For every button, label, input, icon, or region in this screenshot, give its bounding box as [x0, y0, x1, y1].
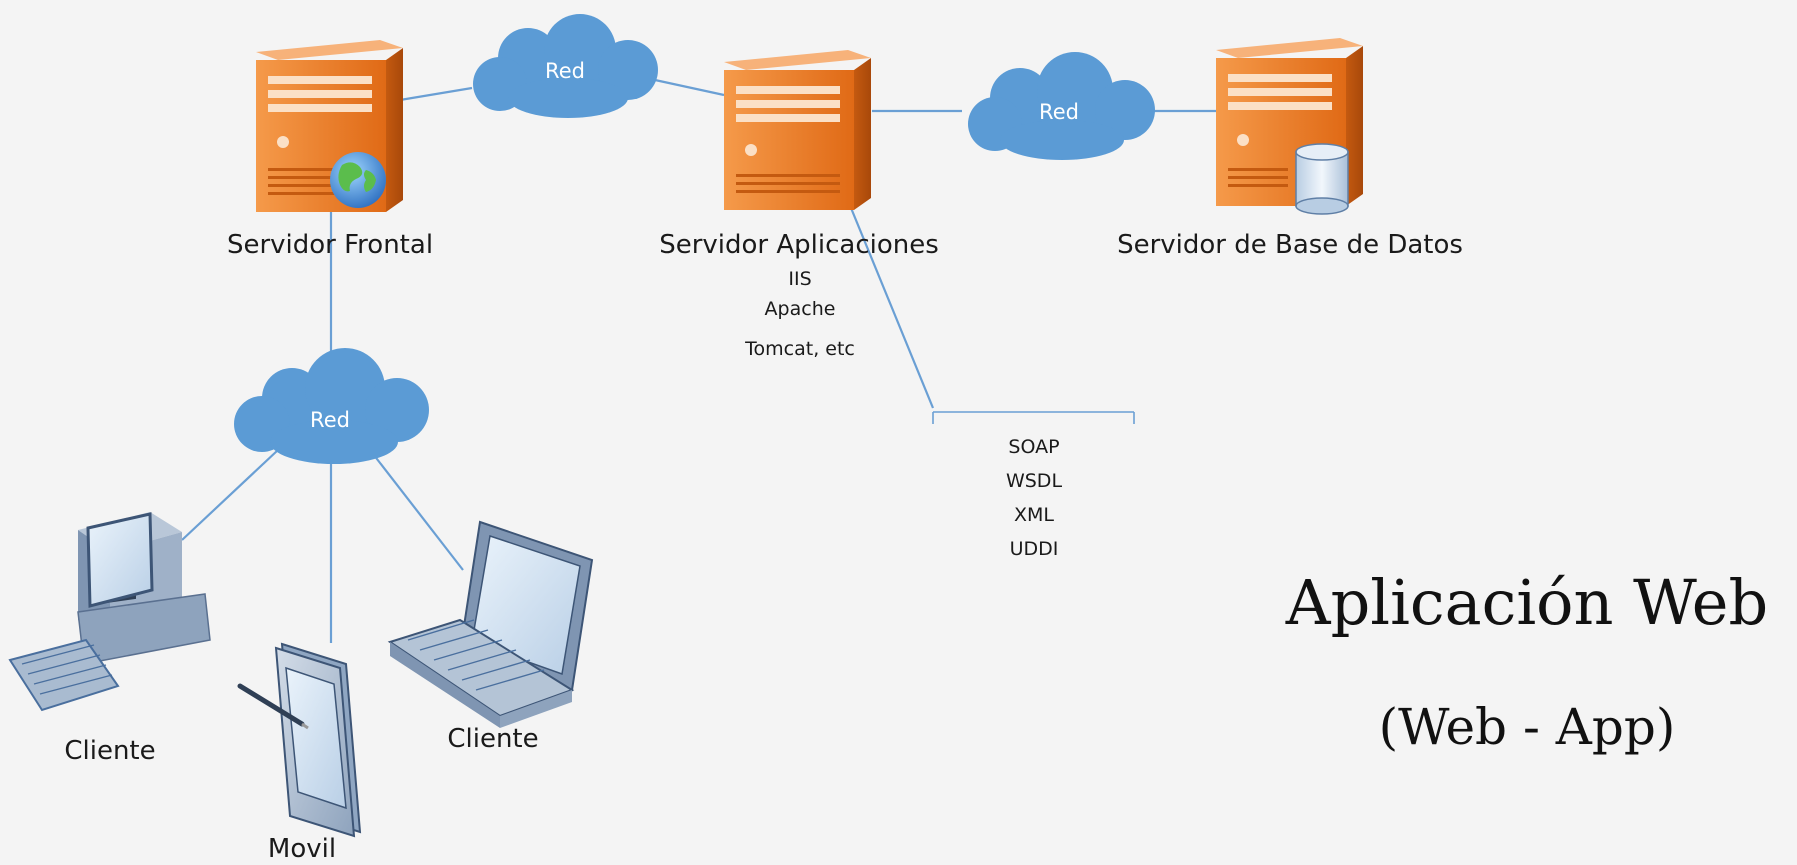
web-service-item: UDDI: [1009, 538, 1059, 560]
web-services-bracket: [932, 411, 1135, 424]
db-server-icon: [1216, 38, 1363, 206]
client-laptop-label: Cliente: [447, 724, 539, 754]
link-front-to-red: [399, 86, 473, 102]
link-red-to-laptop: [369, 449, 464, 571]
diagram-subtitle: (Web - App): [1378, 698, 1676, 756]
link-red-to-app: [654, 78, 725, 97]
web-service-item: XML: [1014, 504, 1054, 526]
link-app-to-webservices: [840, 185, 935, 409]
web-service-item: WSDL: [1005, 470, 1063, 492]
link-red-to-desktop: [181, 449, 279, 541]
cloud-client: [234, 348, 429, 464]
cloud-top-right: [968, 52, 1155, 160]
network-label-top-left: Red: [545, 59, 585, 83]
app-server-icon: [724, 50, 871, 210]
db-server-label: Servidor de Base de Datos: [1117, 230, 1463, 260]
connector-lines: [181, 78, 1216, 643]
web-service-item: SOAP: [1008, 436, 1060, 458]
laptop-computer-icon: [387, 520, 594, 728]
tech-item: Tomcat, etc: [745, 338, 855, 360]
network-label-top-right: Red: [1039, 100, 1079, 124]
tech-item: IIS: [788, 268, 812, 290]
globe-icon: [330, 152, 386, 208]
app-server-label: Servidor Aplicaciones: [659, 230, 939, 260]
mobile-label: Movil: [267, 834, 337, 864]
desktop-computer-icon: [8, 512, 211, 712]
front-server-label: Servidor Frontal: [226, 230, 434, 260]
tech-item: Apache: [764, 298, 836, 320]
client-desktop-label: Cliente: [64, 736, 156, 766]
cloud-top-left: [473, 14, 658, 118]
mobile-tablet-icon: [237, 642, 362, 838]
network-label-client: Red: [310, 408, 350, 432]
diagram-title: Aplicación Web: [1285, 566, 1769, 639]
database-icon: [1295, 143, 1349, 215]
